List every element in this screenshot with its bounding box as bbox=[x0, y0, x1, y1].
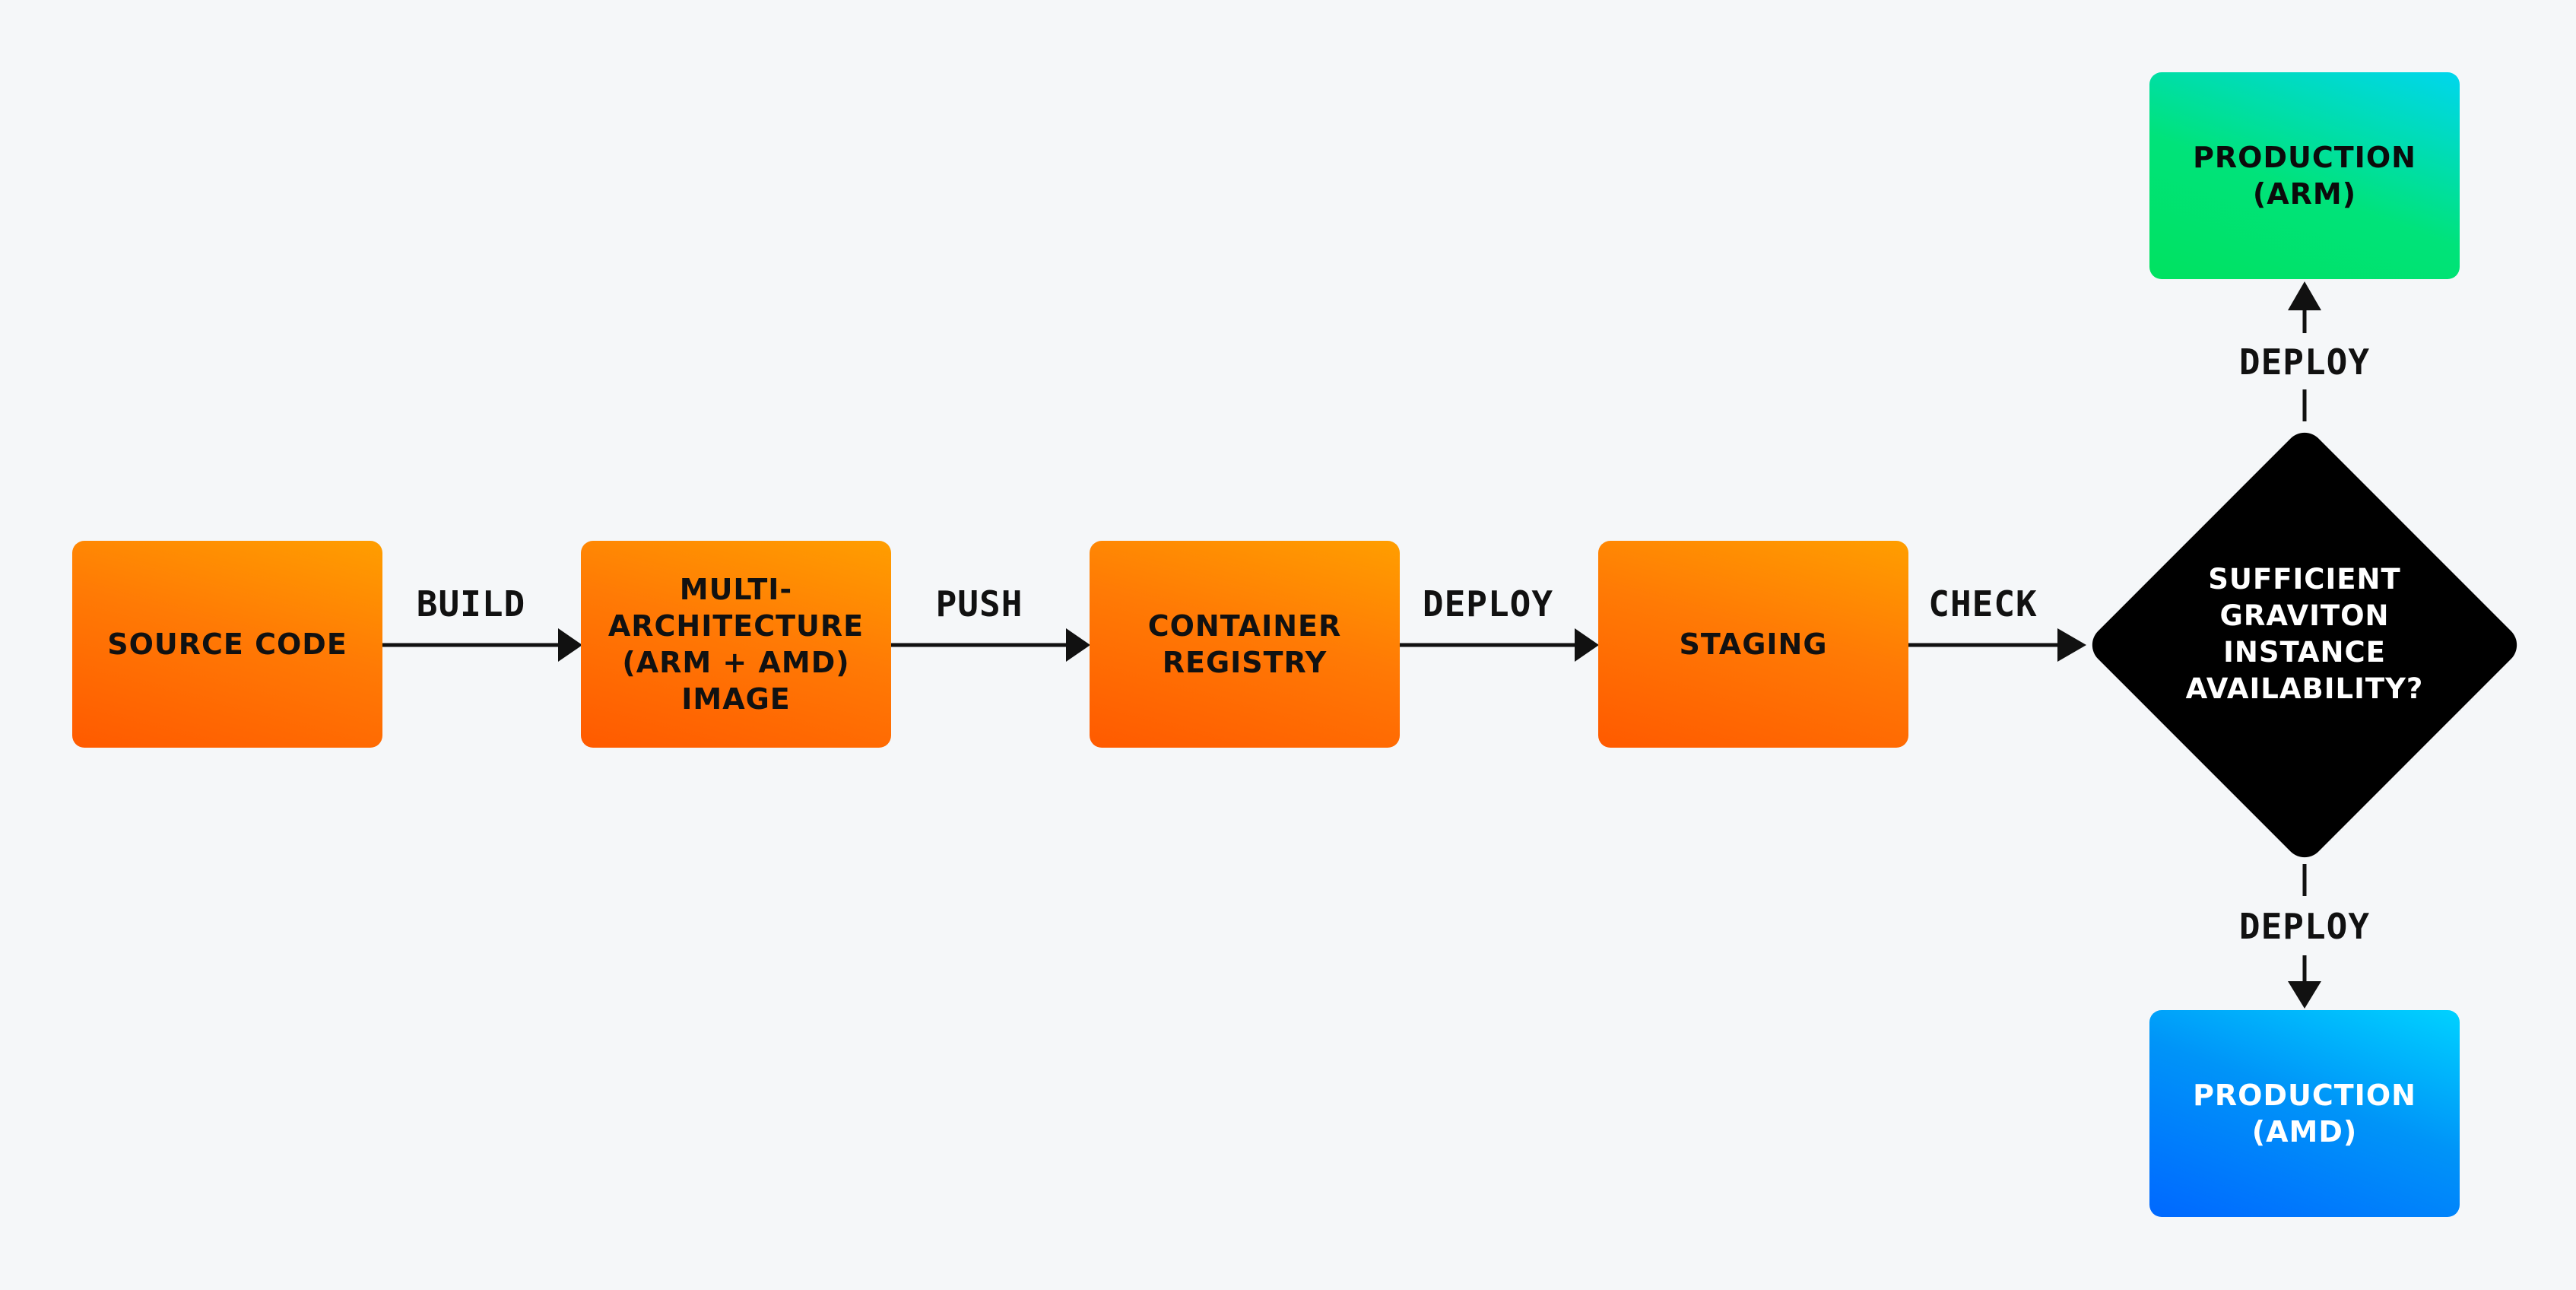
decision-diamond bbox=[2092, 432, 2517, 858]
node-staging-label: STAGING bbox=[1679, 628, 1828, 661]
node-container-registry: CONTAINER REGISTRY bbox=[1090, 541, 1400, 748]
node-production-amd: PRODUCTION (AMD) bbox=[2149, 1010, 2460, 1217]
node-production-arm: PRODUCTION (ARM) bbox=[2149, 72, 2460, 279]
arrowhead-deploy-amd bbox=[2288, 981, 2321, 1009]
node-decision-label: SUFFICIENT GRAVITON INSTANCE AVAILABILIT… bbox=[2185, 563, 2424, 705]
node-container-registry-label: CONTAINER REGISTRY bbox=[1147, 609, 1342, 679]
edge-label-deploy-staging: DEPLOY bbox=[1422, 583, 1554, 624]
arrowhead-push bbox=[1066, 628, 1090, 662]
node-multi-arch-image-label: MULTI- ARCHITECTURE (ARM + AMD) IMAGE bbox=[608, 573, 864, 716]
edge-label-check: CHECK bbox=[1928, 583, 2038, 624]
arrowhead-build bbox=[558, 628, 582, 662]
arrowhead-deploy-staging bbox=[1575, 628, 1599, 662]
edge-label-deploy-amd: DEPLOY bbox=[2238, 906, 2371, 947]
edge-label-deploy-arm: DEPLOY bbox=[2238, 342, 2371, 383]
arrowhead-check bbox=[2057, 628, 2086, 662]
node-source-code-label: SOURCE CODE bbox=[107, 628, 347, 661]
edge-label-build: BUILD bbox=[416, 583, 526, 624]
node-production-amd-label: PRODUCTION (AMD) bbox=[2193, 1079, 2416, 1149]
node-multi-arch-image: MULTI- ARCHITECTURE (ARM + AMD) IMAGE bbox=[581, 541, 891, 748]
arrowhead-deploy-arm bbox=[2288, 281, 2321, 310]
edge-label-push: PUSH bbox=[935, 583, 1023, 624]
node-production-arm-label: PRODUCTION (ARM) bbox=[2193, 141, 2416, 211]
node-source-code: SOURCE CODE bbox=[72, 541, 382, 748]
node-staging: STAGING bbox=[1598, 541, 1908, 748]
